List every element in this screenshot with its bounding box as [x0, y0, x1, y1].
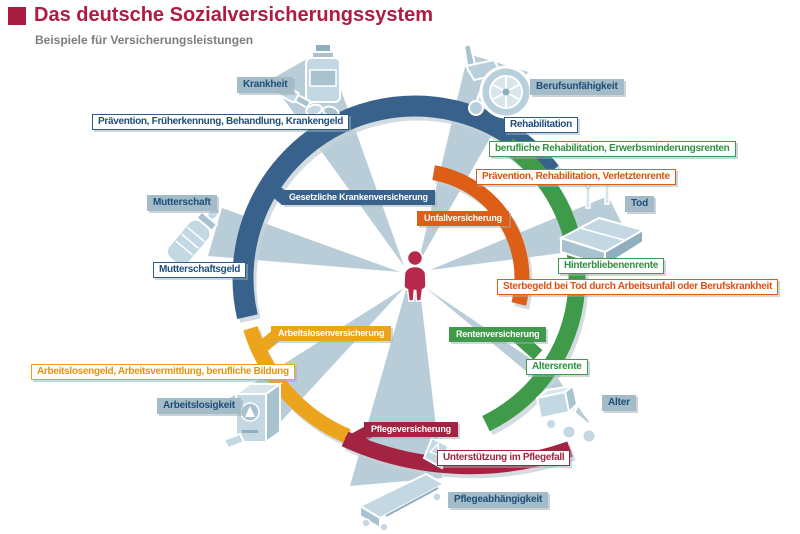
- benefit-accident-prevention: Prävention, Rehabilitation, Verletztenre…: [476, 169, 676, 185]
- risk-label-sickness: Krankheit: [237, 77, 294, 93]
- benefit-unemployment: Arbeitslosengeld, Arbeitsvermittlung, be…: [31, 364, 295, 380]
- risk-label-care-dependency: Pflegeabhängigkeit: [448, 492, 549, 508]
- risk-label-death: Tod: [625, 196, 654, 212]
- benefit-old-age-pension: Altersrente: [526, 359, 588, 375]
- hospital-bed-icon: [357, 436, 450, 532]
- benefit-care-support: Unterstützung im Pflegefall: [437, 450, 571, 466]
- tag-unemployment-insurance: Arbeitslosenversicherung: [271, 326, 392, 341]
- benefit-survivors-pension: Hinterbliebenenrente: [558, 258, 665, 274]
- benefit-rehabilitation: Rehabilitation: [504, 117, 578, 133]
- rollator-icon: [535, 360, 618, 444]
- benefit-health-prevention: Prävention, Früherkennung, Behandlung, K…: [92, 114, 350, 130]
- page-subtitle: Beispiele für Versicherungsleistungen: [35, 33, 254, 47]
- risk-label-old-age: Alter: [602, 395, 636, 411]
- benefit-death-grant: Sterbegeld bei Tod durch Arbeitsunfall o…: [496, 279, 778, 295]
- risk-label-occupational-disability: Berufsunfähigkeit: [530, 79, 624, 95]
- person-icon: [403, 249, 427, 302]
- tag-pension-insurance: Rentenversicherung: [449, 327, 547, 342]
- benefit-maternity: Mutterschaftsgeld: [153, 262, 247, 278]
- ray-care: [350, 290, 442, 486]
- risk-label-maternity: Mutterschaft: [147, 195, 217, 211]
- ray-death: [430, 196, 632, 270]
- benefit-occupational-rehab: berufliche Rehabilitation, Erwerbsminder…: [489, 141, 736, 157]
- tag-health-insurance: Gesetzliche Krankenversicherung: [282, 190, 435, 205]
- title-bullet-square: [8, 7, 26, 25]
- tag-care-insurance: Pflegeversicherung: [364, 422, 458, 437]
- risk-label-unemployment: Arbeitslosigkeit: [157, 398, 241, 414]
- page-title: Das deutsche Sozialversicherungssystem: [34, 4, 434, 26]
- medicine-bottle-syringe-icon: [260, 43, 341, 119]
- tag-accident-insurance: Unfallversicherung: [417, 211, 509, 226]
- atm-machine-icon: [222, 382, 284, 450]
